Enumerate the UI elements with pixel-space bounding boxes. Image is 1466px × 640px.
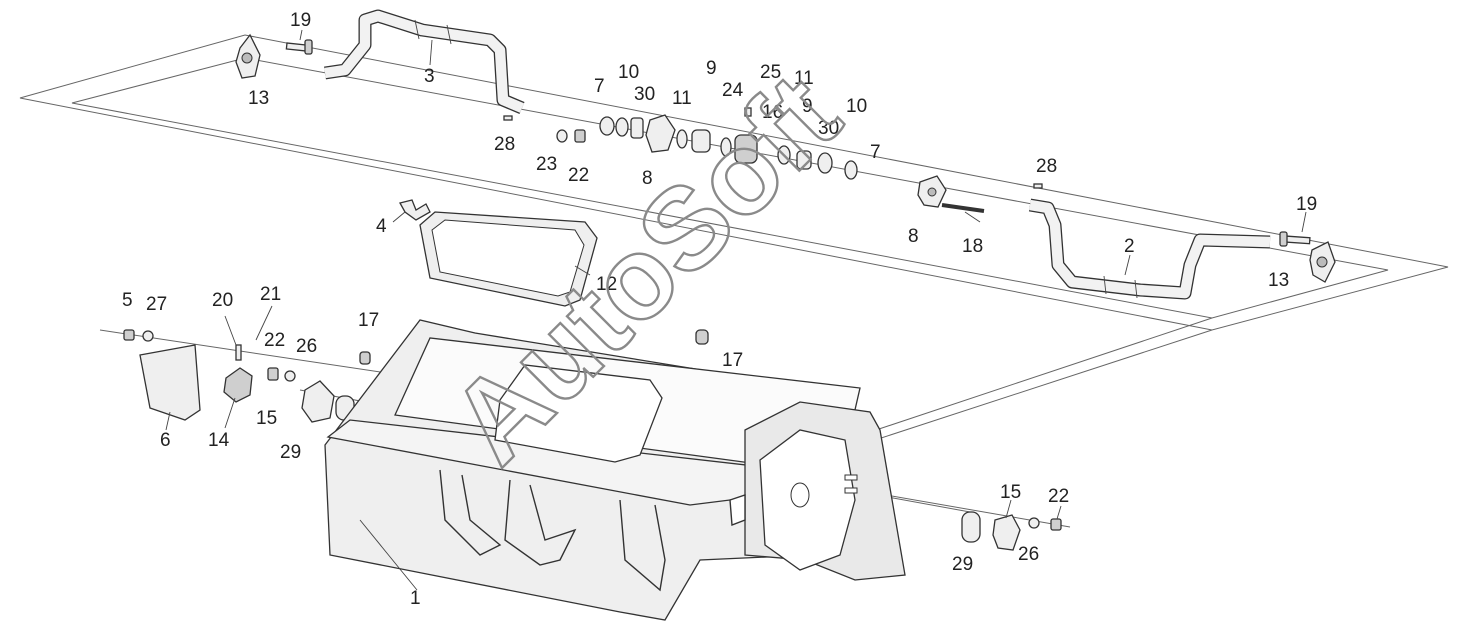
callout-26-right: 26: [1018, 544, 1039, 565]
callout-10-left: 10: [618, 62, 639, 83]
callout-29-left: 29: [280, 442, 301, 463]
callout-30-right: 30: [818, 118, 839, 139]
callout-24: 24: [722, 80, 744, 101]
wing-nut-4: [399, 199, 431, 221]
bearing-assembly-upper: [503, 107, 1043, 213]
callout-9-left: 9: [706, 58, 717, 79]
inspection-cover-12: [419, 211, 598, 307]
callout-1: 1: [410, 588, 421, 609]
flange-13-right: [1309, 241, 1336, 283]
callout-9-right: 9: [802, 96, 813, 117]
callout-11-right: 11: [794, 68, 814, 89]
callout-labels: 19 3 13 28 23 22 7 10 30 8 11 9 24 25 16…: [122, 10, 1317, 609]
callout-10-right: 10: [846, 96, 867, 117]
callout-22-top: 22: [568, 165, 589, 186]
tube-2: [1028, 198, 1271, 300]
callout-30-left: 30: [634, 84, 655, 105]
callout-16: 16: [762, 102, 783, 123]
bolt-19-right: [1279, 231, 1311, 247]
callout-2: 2: [1124, 236, 1135, 257]
callout-21: 21: [260, 284, 281, 305]
callout-19-right: 19: [1296, 194, 1317, 215]
callout-23: 23: [536, 154, 557, 175]
callout-12: 12: [596, 274, 617, 295]
callout-7-left: 7: [594, 76, 605, 97]
callout-3: 3: [424, 66, 435, 87]
callout-19-left: 19: [290, 10, 311, 31]
callout-18: 18: [962, 236, 983, 257]
callout-15-left: 15: [256, 408, 277, 429]
callout-25: 25: [760, 62, 781, 83]
callout-22-right: 22: [1048, 486, 1069, 507]
callout-4: 4: [376, 216, 387, 237]
callout-29-right: 29: [952, 554, 973, 575]
leader-lines: [165, 29, 1307, 591]
callout-27: 27: [146, 294, 167, 315]
callout-13-left: 13: [248, 88, 269, 109]
callout-22-left: 22: [264, 330, 285, 351]
flange-13-left: [235, 33, 261, 79]
callout-17-left: 17: [358, 310, 379, 331]
callout-7-right: 7: [870, 142, 881, 163]
callout-20: 20: [212, 290, 233, 311]
callout-14: 14: [208, 430, 230, 451]
callout-15-right: 15: [1000, 482, 1021, 503]
callout-26-left: 26: [296, 336, 317, 357]
rotor-housing-1: [324, 319, 906, 621]
bolt-19-left: [285, 39, 313, 55]
callout-13-right: 13: [1268, 270, 1289, 291]
callout-8-right: 8: [908, 226, 919, 247]
callout-28-right: 28: [1036, 156, 1057, 177]
callout-17-right: 17: [722, 350, 743, 371]
callout-8-left: 8: [642, 168, 653, 189]
callout-5: 5: [122, 290, 133, 311]
callout-6: 6: [160, 430, 171, 451]
right-side-parts: [844, 474, 1062, 551]
callout-11-left: 11: [672, 88, 692, 109]
left-side-parts: [123, 329, 709, 423]
tube-3: [324, 9, 525, 114]
callout-28-left: 28: [494, 134, 515, 155]
